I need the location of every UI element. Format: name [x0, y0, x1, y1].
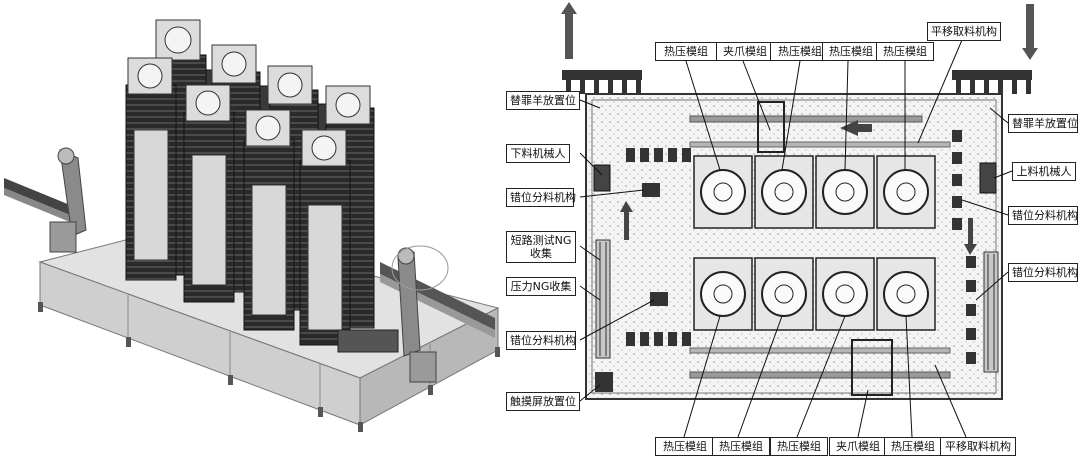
heat-press-modules — [693, 155, 936, 331]
label-heat-press-bottom-4: 热压模组 — [884, 437, 942, 456]
heat-press-module — [693, 155, 753, 229]
label-heat-press-top-3: 热压模组 — [822, 42, 880, 61]
clamp-module-bottom — [851, 339, 893, 396]
label-touch-place: 触摸屏放置位 — [506, 392, 580, 411]
heat-press-module — [815, 257, 875, 331]
bottom-tray-slots — [626, 332, 691, 346]
heat-press-module — [876, 155, 936, 229]
label-offset-sorter-left-2: 错位分料机构 — [506, 331, 576, 350]
label-heat-press-top-1: 热压模组 — [655, 42, 717, 61]
label-dummy-place-left: 替罪羊放置位 — [506, 91, 580, 110]
label-pressure-ng: 压力NG收集 — [506, 277, 576, 296]
left-conveyor — [4, 178, 70, 215]
dummy-tray-left — [562, 70, 642, 94]
label-unload-robot: 下料机械人 — [506, 144, 570, 163]
heat-press-module — [693, 257, 753, 331]
label-translate-pick-top: 平移取料机构 — [927, 22, 1001, 41]
touch-screen-place — [595, 372, 613, 392]
label-heat-press-bottom-3: 热压模组 — [770, 437, 828, 456]
heat-press-module — [754, 257, 814, 331]
clamp-module-top — [757, 101, 785, 153]
leader-lines — [579, 39, 1013, 438]
heat-press-module — [815, 155, 875, 229]
bottom-transfer-rail — [689, 371, 951, 379]
inner-arrow-left — [840, 120, 872, 136]
label-heat-press-top-4: 热压模组 — [876, 42, 934, 61]
label-load-robot: 上料机械人 — [1012, 162, 1076, 181]
label-clamp-bottom: 夹爪模组 — [829, 437, 887, 456]
load-robot-station — [979, 162, 997, 194]
dummy-tray-right — [952, 70, 1032, 94]
label-translate-pick-bottom: 平移取料机构 — [940, 437, 1016, 456]
top-view-layout — [561, 2, 1038, 438]
heat-press-module — [754, 155, 814, 229]
right-side-rails — [983, 251, 999, 373]
label-heat-press-bottom-2: 热压模组 — [712, 437, 770, 456]
label-heat-press-bottom-1: 热压模组 — [655, 437, 715, 456]
inner-arrow-up — [620, 201, 633, 240]
label-heat-press-top-2: 热压模组 — [770, 42, 830, 61]
machine-3d-view — [4, 19, 500, 432]
input-arrow-down — [1022, 4, 1038, 60]
label-offset-sorter-right-1: 错位分料机构 — [1008, 206, 1078, 225]
tower-group-front — [125, 57, 351, 346]
label-offset-sorter-right-2: 错位分料机构 — [1008, 263, 1078, 282]
top-transfer-rail — [689, 115, 923, 123]
inner-arrow-down — [964, 218, 977, 255]
label-offset-sorter-left-1: 错位分料机构 — [506, 188, 576, 207]
label-clamp-top: 夹爪模组 — [716, 42, 774, 61]
output-arrow-up — [561, 2, 577, 59]
top-tray-slots — [626, 148, 691, 162]
right-tray-slots — [952, 130, 976, 364]
label-short-ng: 短路测试NG收集 — [506, 231, 576, 263]
label-dummy-place-right: 替罪羊放置位 — [1008, 114, 1078, 133]
